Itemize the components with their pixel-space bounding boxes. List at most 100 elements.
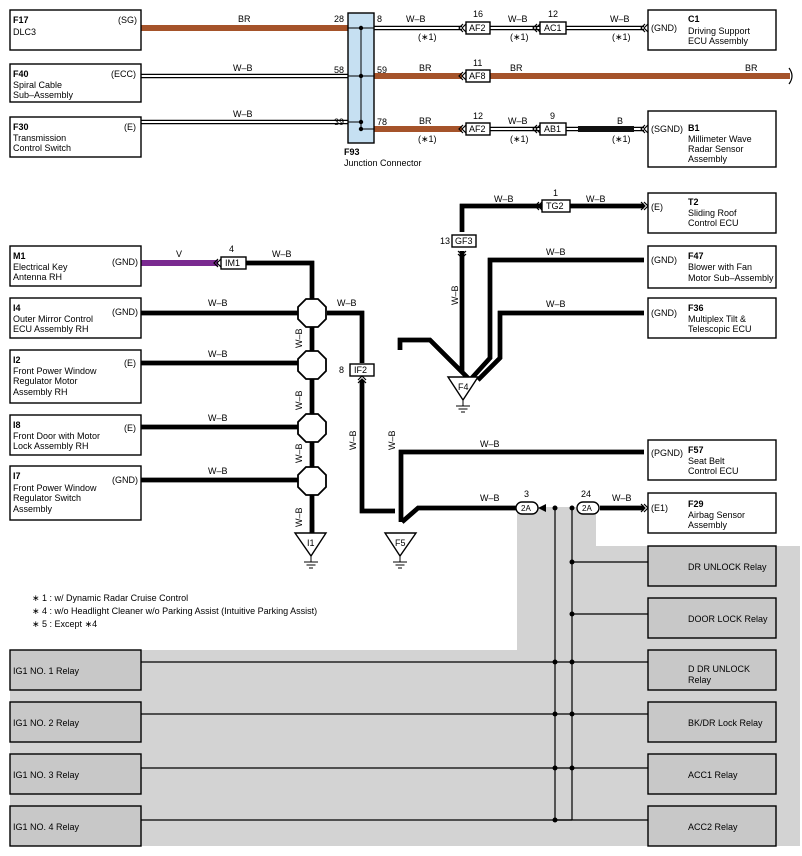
component-i4: I4 Outer Mirror Control ECU Assembly RH … <box>13 303 138 334</box>
svg-text:C1: C1 <box>688 14 700 24</box>
component-i2: I2 Front Power Window Regulator Motor As… <box>13 355 136 397</box>
svg-text:39: 39 <box>334 117 344 127</box>
component-c1: (GND) C1 Driving Support ECU Assembly <box>651 14 751 46</box>
svg-text:W–B: W–B <box>450 285 460 305</box>
svg-text:W–B: W–B <box>480 439 500 449</box>
svg-text:F93: F93 <box>344 147 360 157</box>
svg-text:F30: F30 <box>13 122 29 132</box>
svg-text:(∗1): (∗1) <box>510 134 529 144</box>
svg-text:Electrical Key: Electrical Key <box>13 262 68 272</box>
svg-text:W–B: W–B <box>508 116 528 126</box>
svg-text:W–B: W–B <box>208 413 228 423</box>
svg-text:(GND): (GND) <box>651 308 677 318</box>
svg-text:W–B: W–B <box>294 507 304 527</box>
svg-text:(E): (E) <box>651 202 663 212</box>
svg-text:I7: I7 <box>13 471 21 481</box>
svg-text:Control ECU: Control ECU <box>688 218 739 228</box>
svg-text:Sliding Roof: Sliding Roof <box>688 208 737 218</box>
svg-text:I4: I4 <box>13 303 21 313</box>
svg-text:F5: F5 <box>395 538 406 548</box>
svg-text:W–B: W–B <box>233 63 253 73</box>
svg-text:IG1 NO. 4 Relay: IG1 NO. 4 Relay <box>13 822 80 832</box>
svg-text:(GND): (GND) <box>112 475 138 485</box>
svg-text:Motor Sub–Assembly: Motor Sub–Assembly <box>688 273 774 283</box>
svg-text:W–B: W–B <box>233 109 253 119</box>
svg-text:24: 24 <box>581 489 591 499</box>
svg-text:W–B: W–B <box>387 430 397 450</box>
svg-text:IG1 NO. 1 Relay: IG1 NO. 1 Relay <box>13 666 80 676</box>
connector-labels: AF2 AC1 AF8 AF2 AB1 IM1 TG2 GF3 IF2 2A 2… <box>225 23 592 513</box>
svg-text:DR UNLOCK Relay: DR UNLOCK Relay <box>688 562 767 572</box>
svg-text:(E): (E) <box>124 358 136 368</box>
svg-text:BR: BR <box>238 14 251 24</box>
svg-text:F4: F4 <box>458 382 469 392</box>
svg-text:(GND): (GND) <box>112 257 138 267</box>
lower-wires <box>141 203 644 546</box>
svg-text:W–B: W–B <box>348 430 358 450</box>
svg-text:9: 9 <box>550 111 555 121</box>
svg-text:Regulator Motor: Regulator Motor <box>13 376 78 386</box>
svg-text:AF2: AF2 <box>469 124 486 134</box>
svg-text:(∗1): (∗1) <box>510 32 529 42</box>
svg-text:W–B: W–B <box>480 493 500 503</box>
svg-text:AB1: AB1 <box>544 124 561 134</box>
component-f36: (GND) F36 Multiplex Tilt & Telescopic EC… <box>651 303 752 334</box>
svg-text:IG1 NO. 2 Relay: IG1 NO. 2 Relay <box>13 718 80 728</box>
svg-text:(SG): (SG) <box>118 15 137 25</box>
svg-text:W–B: W–B <box>546 299 566 309</box>
svg-text:(ECC): (ECC) <box>111 69 136 79</box>
inline-connectors <box>220 21 600 515</box>
svg-text:∗ 5 : Except ∗4: ∗ 5 : Except ∗4 <box>32 619 97 629</box>
svg-text:I2: I2 <box>13 355 21 365</box>
svg-text:W–B: W–B <box>612 493 632 503</box>
svg-text:ACC1 Relay: ACC1 Relay <box>688 770 738 780</box>
component-f57: (PGND) F57 Seat Belt Control ECU <box>651 445 739 476</box>
svg-text:16: 16 <box>473 9 483 19</box>
svg-text:(GND): (GND) <box>651 255 677 265</box>
component-f17: F17 DLC3 (SG) <box>13 15 137 37</box>
svg-text:Outer Mirror Control: Outer Mirror Control <box>13 314 93 324</box>
svg-text:Airbag Sensor: Airbag Sensor <box>688 510 745 520</box>
junction-label: F93 Junction Connector <box>344 147 422 168</box>
svg-text:IG1 NO. 3 Relay: IG1 NO. 3 Relay <box>13 770 80 780</box>
svg-text:Multiplex Tilt &: Multiplex Tilt & <box>688 314 746 324</box>
svg-text:AF2: AF2 <box>469 23 486 33</box>
svg-text:78: 78 <box>377 117 387 127</box>
svg-text:AC1: AC1 <box>544 23 562 33</box>
svg-text:W–B: W–B <box>610 14 630 24</box>
svg-text:W–B: W–B <box>337 298 357 308</box>
svg-text:Blower with Fan: Blower with Fan <box>688 262 752 272</box>
svg-text:W–B: W–B <box>494 194 514 204</box>
svg-text:(∗1): (∗1) <box>612 134 631 144</box>
relay-boxes <box>9 545 777 847</box>
svg-text:(GND): (GND) <box>112 307 138 317</box>
svg-text:Transmission: Transmission <box>13 133 66 143</box>
component-t2: (E) T2 Sliding Roof Control ECU <box>651 197 739 228</box>
svg-text:4: 4 <box>229 244 234 254</box>
upper-wires <box>141 25 793 132</box>
svg-text:W–B: W–B <box>546 247 566 257</box>
svg-text:T2: T2 <box>688 197 699 207</box>
footnotes: ∗ 1 : w/ Dynamic Radar Cruise Control ∗ … <box>32 593 317 629</box>
component-i7: I7 Front Power Window Regulator Switch A… <box>13 471 138 514</box>
svg-text:F29: F29 <box>688 499 704 509</box>
svg-text:AF8: AF8 <box>469 71 486 81</box>
svg-text:F57: F57 <box>688 445 704 455</box>
svg-text:W–B: W–B <box>294 390 304 410</box>
svg-text:I1: I1 <box>307 538 315 548</box>
ground-f5 <box>383 532 418 569</box>
svg-text:Regulator Switch: Regulator Switch <box>13 493 81 503</box>
svg-text:Front Door with Motor: Front Door with Motor <box>13 431 100 441</box>
svg-text:W–B: W–B <box>406 14 426 24</box>
relay-area-background <box>10 507 800 846</box>
connector-arrows <box>213 23 649 513</box>
svg-text:Driving Support: Driving Support <box>688 26 751 36</box>
svg-text:ECU Assembly RH: ECU Assembly RH <box>13 324 89 334</box>
svg-text:W–B: W–B <box>294 328 304 348</box>
junction-connector-f93 <box>347 12 375 144</box>
svg-text:BR: BR <box>745 63 758 73</box>
svg-text:28: 28 <box>334 14 344 24</box>
relay-labels-right: DR UNLOCK Relay DOOR LOCK Relay D DR UNL… <box>688 562 768 832</box>
component-f40: F40 Spiral Cable Sub–Assembly (ECC) <box>13 69 136 100</box>
